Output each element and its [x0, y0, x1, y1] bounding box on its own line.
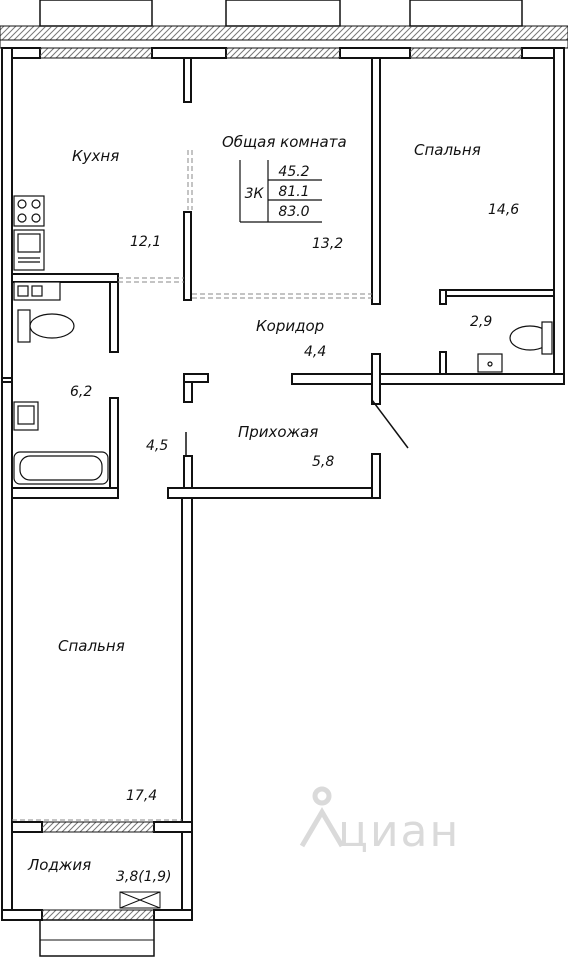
summary-living-area: 45.2: [278, 164, 309, 180]
summary-type: 3К: [245, 186, 265, 202]
bath-ne-area: 2,9: [470, 314, 492, 330]
toilet-icon: [17, 309, 75, 343]
loggia-opening: [39, 821, 155, 957]
summary-total-with-loggia: 83.0: [278, 204, 309, 220]
bedroom-sw-label: Спальня: [58, 637, 125, 655]
summary-table: [239, 160, 322, 223]
watermark-text: циан: [338, 806, 460, 857]
stove-icon: [13, 195, 45, 227]
kitchen-area: 12,1: [130, 234, 161, 250]
ne-toilet-icon: [509, 321, 553, 355]
bath-w-area: 6,2: [70, 384, 92, 400]
hall-area: 5,8: [312, 454, 334, 470]
hall-label: Прихожая: [238, 423, 318, 441]
ne-sink-icon: [477, 353, 503, 373]
bathtub-icon: [13, 451, 109, 485]
loggia-area: 3,8(1,9): [116, 869, 171, 885]
top-windows: [39, 0, 523, 27]
bedroom-ne-area: 14,6: [488, 202, 519, 218]
living-label: Общая комната: [222, 133, 347, 151]
washer-icon: [13, 281, 61, 301]
kitchen-sink-icon: [13, 229, 45, 271]
entry-door: [185, 399, 409, 456]
top-hatch-strip: [0, 25, 568, 49]
corridor-label: Коридор: [256, 317, 324, 335]
bath-sink-icon: [13, 401, 39, 431]
interior-walls: [1, 57, 555, 833]
closet-area: 4,5: [146, 438, 168, 454]
living-area: 13,2: [312, 236, 343, 252]
window-openings-top: [39, 47, 523, 59]
kitchen-label: Кухня: [72, 147, 119, 165]
watermark-logo-icon: [299, 786, 345, 848]
bedroom-ne-label: Спальня: [414, 141, 481, 159]
summary-total-area: 81.1: [278, 184, 309, 200]
loggia-label: Лоджия: [27, 856, 91, 874]
corridor-area: 4,4: [304, 344, 326, 360]
loggia-radiator-icon: [119, 891, 161, 909]
dashed-openings: [12, 150, 372, 821]
bedroom-sw-area: 17,4: [126, 788, 157, 804]
watermark: циан: [299, 786, 460, 857]
